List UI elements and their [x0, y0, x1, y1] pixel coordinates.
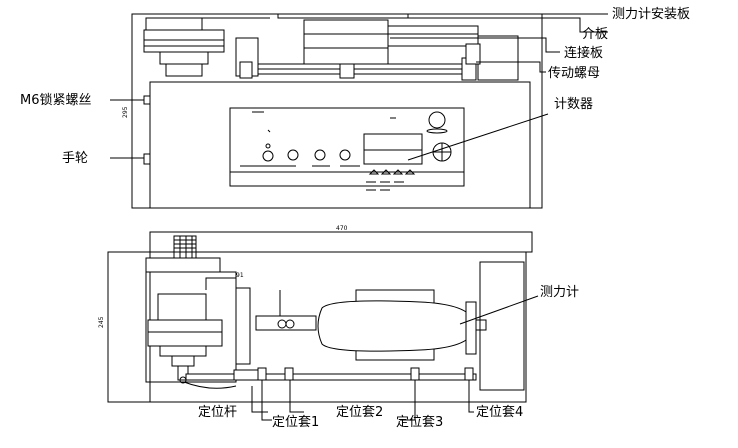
label-force-gauge: 测力计 — [540, 285, 579, 300]
m6-lock-screw-part — [143, 95, 151, 105]
positioning-sleeve-4-part — [464, 367, 474, 381]
handwheel-assembly — [143, 17, 270, 79]
callout-labels: 测力计安装板 介板 连接板 传动螺母 M6锁紧螺丝 手轮 计数器 测力计 定位杆… — [20, 7, 690, 430]
dim-bottom-height: 245 — [98, 316, 105, 328]
positioning-sleeve-2-part — [284, 367, 294, 381]
counter-display — [363, 133, 423, 165]
label-drive-nut: 传动螺母 — [548, 66, 600, 81]
label-positioning-sleeve-1: 定位套1 — [272, 414, 319, 430]
bottom-view: 470 245 91 — [98, 225, 539, 421]
dim-top-left: 295 — [122, 106, 129, 118]
force-gauge-part — [255, 261, 525, 391]
bottom-top-rail — [149, 231, 533, 253]
knurled-knob — [173, 235, 197, 259]
top-view: 295 — [110, 13, 608, 209]
dim-bottom-width: 470 — [336, 225, 348, 232]
label-m6-lock-screw: M6锁紧螺丝 — [20, 92, 92, 108]
control-cabinet — [149, 81, 531, 209]
label-counter: 计数器 — [554, 97, 593, 112]
label-positioning-rod: 定位杆 — [198, 405, 237, 420]
label-handwheel: 手轮 — [62, 151, 88, 166]
label-positioning-sleeve-4: 定位套4 — [476, 404, 523, 420]
left-mechanism: 91 — [145, 257, 244, 384]
positioning-rod — [183, 287, 477, 389]
label-intermediate-plate: 介板 — [582, 27, 608, 42]
positioning-sleeve-3-part — [410, 367, 420, 381]
carriage-plates — [277, 13, 519, 81]
handwheel-part — [143, 153, 151, 165]
control-panel — [229, 107, 465, 191]
dim-bottom-small: 91 — [236, 272, 244, 279]
label-force-gauge-mount-plate: 测力计安装板 — [612, 7, 690, 22]
label-connecting-plate: 连接板 — [564, 45, 603, 61]
label-positioning-sleeve-3: 定位套3 — [396, 414, 443, 430]
positioning-sleeve-1-part — [257, 367, 267, 381]
label-positioning-sleeve-2: 定位套2 — [336, 404, 383, 420]
